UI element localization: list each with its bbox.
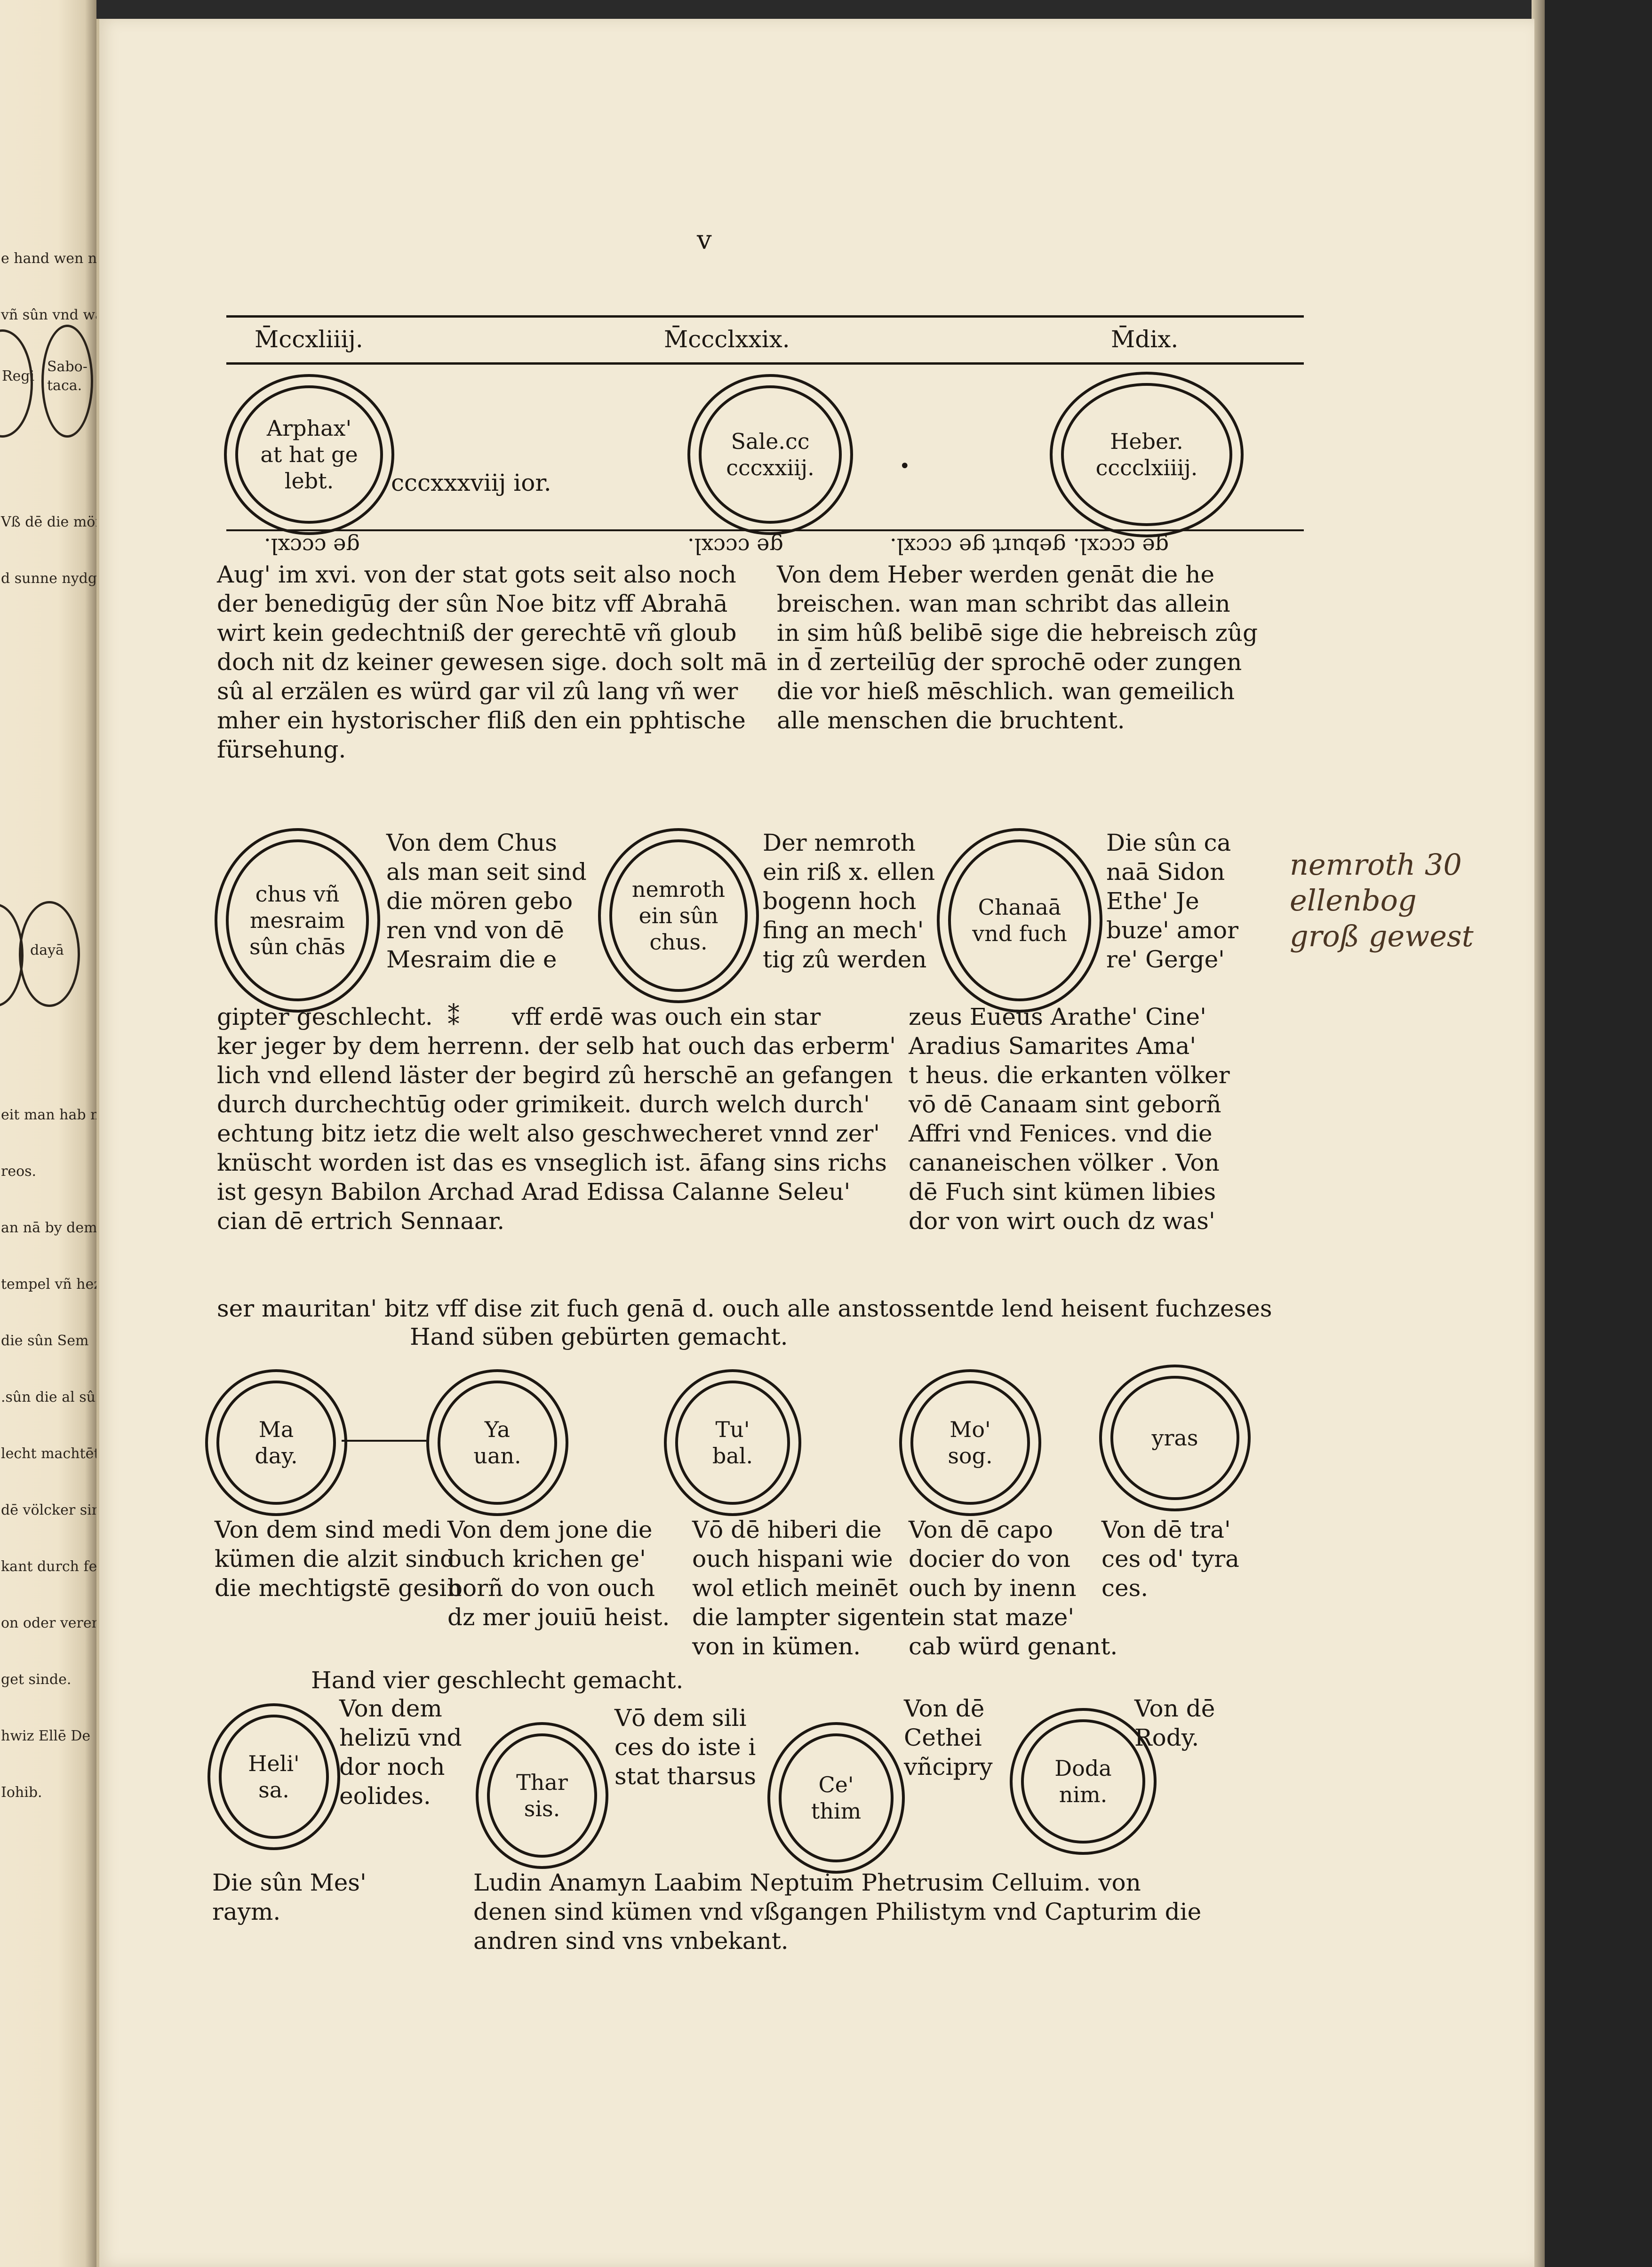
dodanim-text: Von dē Rody. — [1134, 1695, 1215, 1751]
prev-line: an nā by dem — [1, 1220, 96, 1236]
prev-line: e hand wen name ger — [1, 250, 96, 267]
prev-page-lines-top: e hand wen name ger vñ sûn vnd wardèkàt — [1, 212, 96, 362]
circle-chus: chus vñ mesraim sûn chās — [215, 828, 380, 1013]
helisa-text: Von dem helizū vnd dor noch eolides. — [339, 1695, 462, 1810]
top-rule — [226, 315, 1304, 318]
circle-nemroth: nemroth ein sûn chus. — [598, 828, 759, 1003]
circle-maday: Ma day. — [205, 1369, 347, 1516]
maday-yauan-connector — [342, 1440, 426, 1442]
prev-line: dē völcker sint — [1, 1502, 96, 1518]
prev-circle-daya — [19, 901, 80, 1007]
prev-line: lecht machtēt — [1, 1445, 96, 1462]
circle-helisa: Heli' sa. — [207, 1703, 340, 1850]
maday-label: Ma day. — [255, 1417, 298, 1469]
year-left: M̄ccxliiij. — [255, 326, 363, 353]
year-rule — [226, 362, 1304, 365]
paragraph-2-right: zeus Eueus Arathe' Cine' Aradius Samarit… — [909, 1003, 1230, 1235]
footer-left: Die sûn Mes' raym. — [212, 1869, 367, 1925]
paragraph-1-right: Von dem Heber werden genāt die he breisc… — [777, 561, 1258, 734]
chus-text: Von dem Chus als man seit sind die mören… — [386, 829, 587, 973]
inverted-rule — [226, 529, 1304, 531]
circle-dodanim: Doda nim. — [1010, 1708, 1157, 1855]
mosog-label: Mo' sog. — [948, 1417, 993, 1469]
cethim-text: Von dē Cethei vñcipry — [904, 1695, 993, 1780]
heber-label: Heber. cccclxiiij. — [1095, 429, 1198, 480]
chanaan-label: Chanaā vnd fuch — [972, 894, 1067, 946]
prev-line: tempel vñ hez — [1, 1276, 96, 1293]
inverted-right: ge cccxl. geburt ge cccxl. — [890, 532, 1169, 561]
circle-sale: Sale.cc cccxxiij. — [687, 374, 853, 535]
inverted-left-text: ge cccxl. — [264, 534, 360, 559]
bullet-mark: • — [899, 455, 910, 477]
heading-four-births: Hand vier geschlecht gemacht. — [311, 1667, 684, 1694]
inverted-left: ge cccxl. — [264, 532, 360, 561]
tharsis-label: Thar sis. — [516, 1770, 568, 1821]
prev-line: Iohib. — [1, 1784, 42, 1801]
book-page: v M̄ccxliiij. M̄ccclxxix. M̄dix. Arphax'… — [96, 19, 1534, 2267]
prev-line: eit man hab mā — [1, 1107, 96, 1123]
tubal-text: Vō dē hiberi die ouch hispani wie wol et… — [692, 1516, 910, 1660]
prev-circle-label: Sabo- taca. — [47, 359, 88, 394]
chus-label: chus vñ mesraim sûn chās — [249, 881, 345, 959]
book-edge-background — [1532, 0, 1652, 2267]
prev-line: hwiz Ellē De — [1, 1728, 91, 1744]
sale-label: Sale.cc cccxxiij. — [726, 429, 814, 480]
previous-page-edge: e hand wen name ger vñ sûn vnd wardèkàt … — [0, 0, 96, 2267]
footer-right: Ludin Anamyn Laabim Neptuim Phetrusim Ce… — [473, 1869, 1202, 1955]
prev-line: get sinde. — [1, 1671, 72, 1688]
prev-circle-label: dayā — [30, 942, 64, 958]
circle-arphaxat: Arphax' at hat ge lebt. — [224, 374, 394, 535]
yras-text: Von dē tra' ces od' tyra ces. — [1101, 1516, 1239, 1602]
dodanim-label: Doda nim. — [1054, 1756, 1112, 1807]
circle-tubal: Tu' bal. — [664, 1369, 801, 1516]
handwritten-margin-note: nemroth 30 ellenbog groß gewest — [1290, 847, 1474, 953]
inverted-center: ge cccxl. — [687, 532, 783, 561]
circle-cethim: Ce' thim — [767, 1722, 905, 1874]
yras-label: yras — [1151, 1425, 1198, 1451]
prev-circle-label: Regi — [2, 368, 35, 384]
cethim-label: Ce' thim — [811, 1772, 862, 1824]
helisa-label: Heli' sa. — [248, 1751, 300, 1803]
circle-tharsis: Thar sis. — [476, 1722, 608, 1869]
prev-line: on oder verenc — [1, 1615, 96, 1631]
circle-yauan: Ya uan. — [426, 1369, 568, 1516]
prev-line: die sûn Sem — [1, 1333, 89, 1349]
prev-page-lines-bottom: eit man hab mā reos. an nā by dem tempel… — [1, 1068, 96, 1840]
heading-seven-births: Hand süben gebürten gemacht. — [410, 1323, 788, 1350]
circle-mosog: Mo' sog. — [899, 1369, 1041, 1516]
inverted-center-text: ge cccxl. — [687, 534, 783, 559]
prev-line: kant durch fer — [1, 1558, 96, 1575]
circle-yras: yras — [1099, 1365, 1251, 1511]
arphaxat-label: Arphax' at hat ge lebt. — [260, 415, 358, 494]
year-center: M̄ccclxxix. — [664, 326, 790, 353]
chanaan-text: Die sûn ca naā Sidon Ethe' Je buze' amor… — [1106, 829, 1239, 973]
folio-number: v — [697, 225, 712, 255]
maday-text: Von dem sind medi kümen die alzit sind d… — [215, 1516, 462, 1602]
inverted-right-text: ge cccxl. geburt ge cccxl. — [890, 534, 1169, 559]
prev-circle-saboca — [41, 325, 93, 438]
year-right: M̄dix. — [1111, 326, 1179, 353]
prev-line: Vß dē die mören — [1, 514, 96, 530]
paragraph-1-left: Aug' im xvi. von der stat gots seit also… — [217, 561, 767, 763]
nemroth-label: nemroth ein sûn chus. — [631, 877, 726, 955]
mosog-text: Von dē capo docier do von ouch by inenn … — [909, 1516, 1118, 1660]
prev-line: .sûn die al sû — [1, 1389, 96, 1405]
yauan-label: Ya uan. — [473, 1417, 521, 1469]
paragraph-2-tail: ser mauritan' bitz vff dise zit fuch gen… — [217, 1295, 1272, 1322]
circle-chanaan: Chanaā vnd fuch — [937, 828, 1102, 1013]
tharsis-text: Vō dem sili ces do iste i stat tharsus — [615, 1704, 757, 1790]
prev-line: d sunne nydgāg — [1, 570, 96, 587]
yauan-text: Von dem jone die ouch krichen ge' borñ d… — [447, 1516, 670, 1631]
circle-heber: Heber. cccclxiiij. — [1050, 372, 1244, 537]
prev-page-lines-mid: Vß dē die mören d sunne nydgāg — [1, 475, 96, 626]
tubal-label: Tu' bal. — [712, 1417, 753, 1469]
paragraph-2-left: gipter geschlecht. ⁑ vff erdē was ouch e… — [217, 1003, 896, 1235]
prev-line: reos. — [1, 1163, 37, 1180]
nemroth-text: Der nemroth ein riß x. ellen bogenn hoch… — [763, 829, 935, 973]
prev-line: vñ sûn vnd wardèkàt — [1, 307, 96, 323]
arphaxat-years: cccxxxviij ior. — [391, 469, 551, 496]
